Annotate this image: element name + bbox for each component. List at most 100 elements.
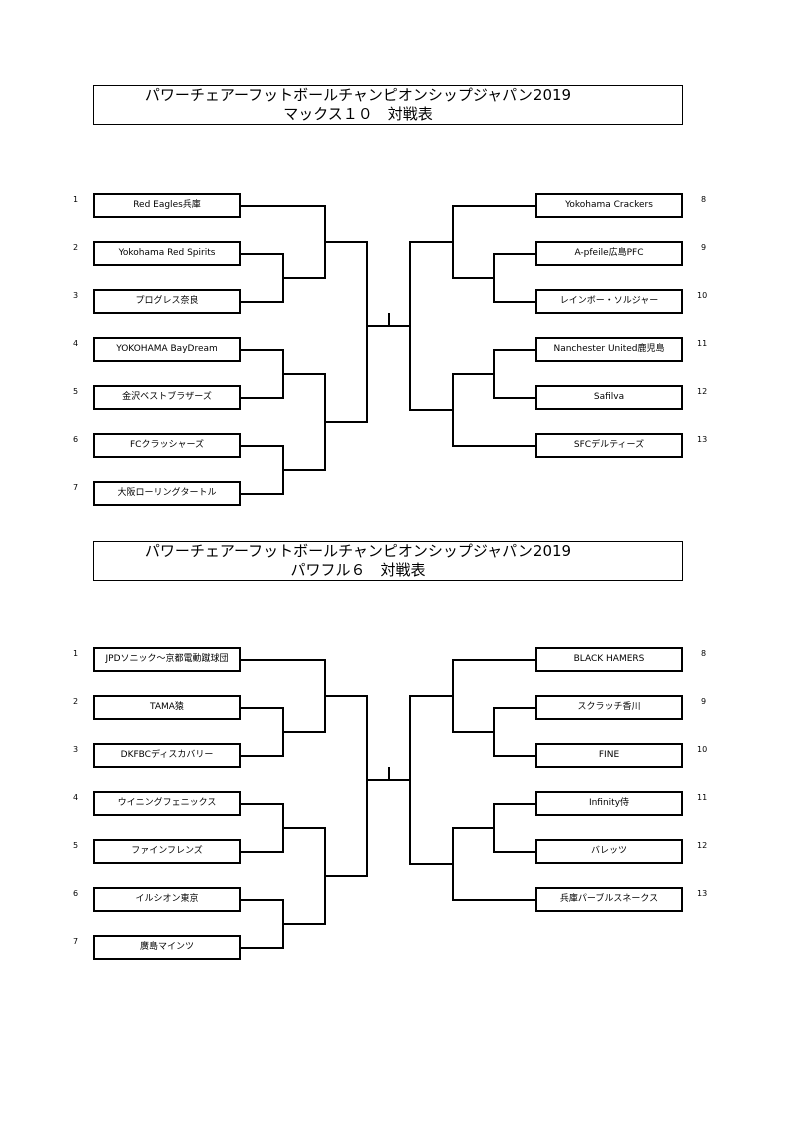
seed-number: 6 [73, 435, 79, 444]
seed-number: 5 [73, 387, 79, 396]
team-box: 兵庫パーブルスネークス [535, 887, 683, 912]
bracket-line [452, 373, 494, 375]
bracket-line [493, 397, 535, 399]
bracket-line [452, 827, 454, 901]
team-box: Yokohama Red Spirits [93, 241, 241, 266]
team-box: FINE [535, 743, 683, 768]
bracket-line [282, 373, 325, 375]
bracket-line [324, 421, 367, 423]
bracket-line [409, 695, 453, 697]
bracket-line [409, 695, 411, 865]
bracket-line [366, 779, 410, 781]
bracket-line [241, 493, 283, 495]
team-box: 金沢ベストブラザーズ [93, 385, 241, 410]
bracket-line [493, 253, 535, 255]
team-box: Infinity侍 [535, 791, 683, 816]
seed-number: 3 [73, 291, 79, 300]
bracket-line [493, 707, 535, 709]
bracket-line [452, 731, 494, 733]
division-title: パワフル６ 対戦表 [290, 561, 426, 579]
bracket-line [241, 301, 283, 303]
team-box: DKFBCディスカバリー [93, 743, 241, 768]
bracket-line [409, 241, 453, 243]
bracket-line [493, 349, 535, 351]
seed-number: 4 [73, 793, 79, 802]
team-box: レインボー・ソルジャー [535, 289, 683, 314]
team-box: プログレス奈良 [93, 289, 241, 314]
bracket-line [241, 397, 283, 399]
bracket-line [324, 241, 367, 243]
tournament-title: パワーチェアーフットボールチャンピオンシップジャパン2019 [144, 542, 572, 560]
bracket-line [241, 899, 283, 901]
bracket-line [241, 755, 283, 757]
bracket-title-box: パワーチェアーフットボールチャンピオンシップジャパン2019 パワフル６ 対戦表 [93, 541, 683, 581]
bracket-line [324, 695, 367, 697]
bracket-line [366, 695, 368, 877]
seed-number: 7 [73, 937, 79, 946]
seed-number: 4 [73, 339, 79, 348]
bracket-line [452, 659, 454, 733]
team-box: ファインフレンズ [93, 839, 241, 864]
team-box: ウイニングフェニックス [93, 791, 241, 816]
final-marker [388, 313, 390, 325]
seed-number: 1 [73, 195, 79, 204]
team-box: SFCデルティーズ [535, 433, 683, 458]
seed-number: 12 [697, 387, 708, 396]
seed-number: 8 [701, 195, 707, 204]
bracket-line [493, 803, 535, 805]
bracket-line [241, 947, 283, 949]
bracket-line [452, 205, 535, 207]
seed-number: 9 [701, 243, 707, 252]
bracket-line [241, 851, 283, 853]
seed-number: 12 [697, 841, 708, 850]
tournament-title: パワーチェアーフットボールチャンピオンシップジャパン2019 [144, 86, 572, 104]
bracket-line [366, 325, 410, 327]
bracket-line [452, 277, 494, 279]
team-box: A-pfeile広島PFC [535, 241, 683, 266]
bracket-line [282, 923, 325, 925]
team-box: スクラッチ香川 [535, 695, 683, 720]
bracket-line [282, 827, 325, 829]
team-box: Red Eagles兵庫 [93, 193, 241, 218]
division-title: マックス１０ 対戦表 [283, 105, 433, 123]
seed-number: 3 [73, 745, 79, 754]
seed-number: 7 [73, 483, 79, 492]
team-box: バレッツ [535, 839, 683, 864]
seed-number: 2 [73, 243, 79, 252]
team-box: Nanchester United鹿児島 [535, 337, 683, 362]
seed-number: 13 [697, 435, 708, 444]
bracket-line [241, 253, 283, 255]
bracket-line [241, 349, 283, 351]
seed-number: 11 [697, 793, 708, 802]
bracket-line [241, 445, 283, 447]
bracket-line [452, 659, 535, 661]
seed-number: 10 [697, 291, 708, 300]
bracket-line [493, 851, 535, 853]
bracket-line [493, 755, 535, 757]
seed-number: 11 [697, 339, 708, 348]
bracket-line [282, 469, 325, 471]
seed-number: 9 [701, 697, 707, 706]
seed-number: 10 [697, 745, 708, 754]
bracket-line [452, 899, 535, 901]
seed-number: 1 [73, 649, 79, 658]
seed-number: 8 [701, 649, 707, 658]
bracket-line [493, 301, 535, 303]
bracket-line [493, 707, 495, 757]
team-box: TAMA猿 [93, 695, 241, 720]
bracket-line [409, 241, 411, 411]
bracket-line [493, 803, 495, 853]
bracket-line [324, 875, 367, 877]
seed-number: 13 [697, 889, 708, 898]
bracket-title-box: パワーチェアーフットボールチャンピオンシップジャパン2019 マックス１０ 対戦… [93, 85, 683, 125]
team-box: 大阪ローリングタートル [93, 481, 241, 506]
team-box: Safilva [535, 385, 683, 410]
bracket-line [241, 659, 325, 661]
seed-number: 6 [73, 889, 79, 898]
team-box: JPDソニック～京都電動蹴球団 [93, 647, 241, 672]
bracket-line [452, 445, 535, 447]
team-box: YOKOHAMA BayDream [93, 337, 241, 362]
team-box: イルシオン東京 [93, 887, 241, 912]
seed-number: 2 [73, 697, 79, 706]
bracket-line [241, 205, 325, 207]
